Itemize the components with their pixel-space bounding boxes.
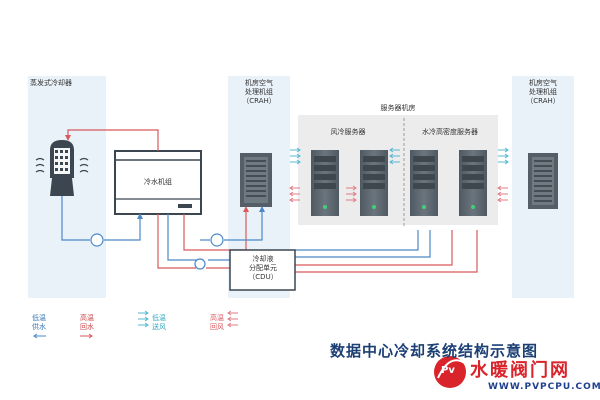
evap-cooler-label: 蒸发式冷却器 bbox=[30, 79, 72, 87]
crah-right-label: 机房空气 处理机组 （CRAH） bbox=[526, 79, 560, 105]
legend-high-temp-return: 高温 回水 bbox=[80, 314, 94, 331]
return-water-pipes bbox=[65, 129, 478, 273]
cdu-label: 冷却液 分配单元 （CDU） bbox=[248, 255, 278, 281]
watermark-url: WWW.PVPCPU.COM bbox=[488, 382, 600, 392]
chiller-label: 冷水机组 bbox=[144, 178, 172, 186]
legend-arrows bbox=[33, 310, 238, 339]
watermark-logo-text: Pv bbox=[441, 365, 455, 376]
evaporative-cooler-icon bbox=[35, 140, 89, 196]
server-room-label: 服务器机房 bbox=[380, 104, 416, 112]
pump-icon bbox=[90, 233, 224, 270]
legend-low-temp-supply: 低温 供水 bbox=[32, 314, 46, 331]
legend-high-temp-return-air: 高温 回风 bbox=[210, 314, 224, 331]
crah-left-label: 机房空气 处理机组 （CRAH） bbox=[242, 79, 276, 105]
server-rack-icon bbox=[311, 150, 487, 216]
watermark-name: 水暖阀门网 bbox=[470, 360, 570, 381]
chiller-unit-icon bbox=[114, 150, 202, 215]
cdu-box bbox=[229, 249, 296, 291]
air-cooled-servers-label: 风冷服务器 bbox=[330, 128, 366, 136]
diagram-title: 数据中心冷却系统结构示意图 bbox=[330, 342, 539, 360]
watermark-logo-icon bbox=[434, 356, 467, 388]
supply-water-pipes bbox=[61, 196, 431, 261]
airflow-arrows bbox=[289, 147, 509, 203]
water-cooled-servers-label: 水冷高密度服务器 bbox=[422, 128, 478, 136]
crah-cabinet-icon-right bbox=[528, 153, 558, 209]
legend-low-temp-supply-air: 低温 送风 bbox=[152, 314, 166, 331]
crah-cabinet-icon bbox=[240, 153, 272, 207]
